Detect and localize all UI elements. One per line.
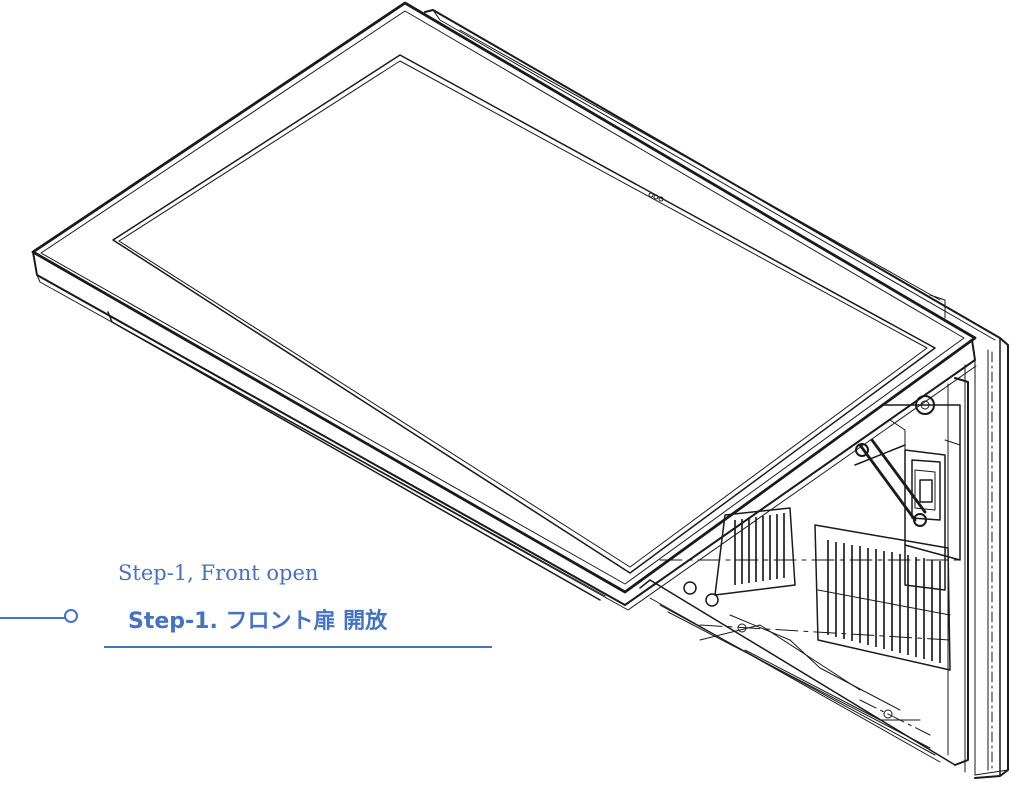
step-caption-japanese: Step-1. フロント扉 開放: [128, 609, 388, 634]
vent-grille-right: [814, 524, 951, 671]
caption-leader-line: [0, 617, 66, 619]
interior-frame: [639, 377, 969, 766]
rear-housing: [424, 9, 1009, 779]
vent-grille-left: [714, 507, 796, 596]
front-door: [31, 1, 977, 611]
step-caption-english: Step-1, Front open: [118, 561, 319, 585]
caption-underline: [104, 646, 492, 648]
caption-leader-dot: [64, 609, 78, 623]
